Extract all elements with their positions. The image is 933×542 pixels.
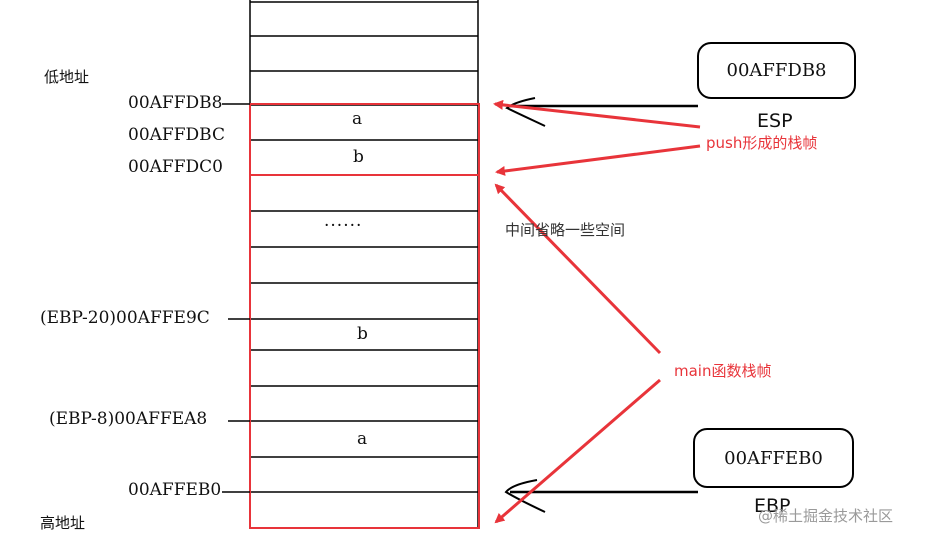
address-ebp-20: (EBP-20)00AFFE9C xyxy=(40,308,210,328)
low-address-label: 低地址 xyxy=(44,68,90,86)
arrow-push-to-bottom xyxy=(495,144,701,176)
main-frame-note: main函数栈帧 xyxy=(674,362,772,380)
red-arrows xyxy=(493,99,701,524)
cell-a-top: a xyxy=(352,109,363,129)
address-00affeb0: 00AFFEB0 xyxy=(128,480,222,500)
gap-note: 中间省略一些空间 xyxy=(505,221,626,239)
address-ebp-8: (EBP-8)00AFFEA8 xyxy=(49,409,208,429)
arrow-main-to-bottom xyxy=(494,378,661,524)
address-ticks xyxy=(222,103,250,493)
address-00affdbc: 00AFFDBC xyxy=(128,125,225,145)
esp-label: ESP xyxy=(757,110,793,132)
cell-ellipsis: ······ xyxy=(324,216,363,236)
cell-a-bottom: a xyxy=(357,429,368,449)
main-frame-outline xyxy=(249,103,480,529)
arrow-main-to-top xyxy=(494,183,662,355)
esp-value-box: 00AFFDB8 xyxy=(697,42,856,99)
cell-b-top: b xyxy=(353,147,364,167)
ebp-arrowhead xyxy=(504,479,546,513)
cell-b-bottom: b xyxy=(357,324,368,344)
arrow-push-to-top xyxy=(493,99,701,129)
ebp-label: EBP xyxy=(754,495,791,517)
address-00affdc0: 00AFFDC0 xyxy=(128,157,223,177)
high-address-label: 高地址 xyxy=(40,514,86,532)
push-frame-note: push形成的栈帧 xyxy=(706,134,818,152)
stack-row-dividers xyxy=(250,1,478,493)
ebp-value-box: 00AFFEB0 xyxy=(693,428,854,488)
watermark: @稀土掘金技术社区 xyxy=(758,507,894,525)
address-00affdb8: 00AFFDB8 xyxy=(128,93,223,113)
esp-arrowhead xyxy=(505,97,546,127)
